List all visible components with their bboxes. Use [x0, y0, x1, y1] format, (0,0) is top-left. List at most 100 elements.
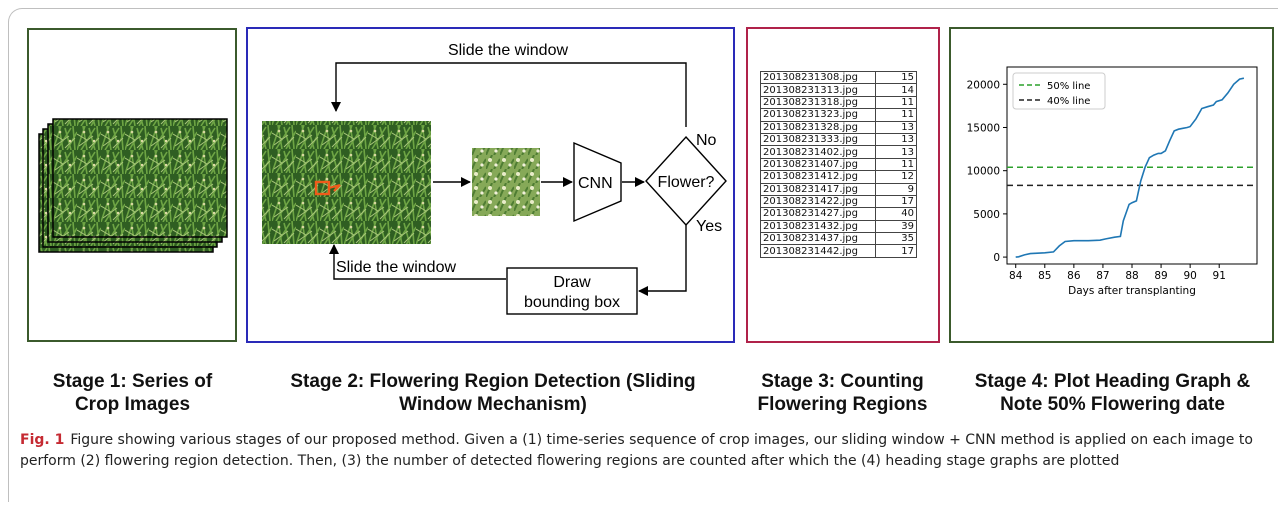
decision-label: Flower?: [658, 174, 715, 191]
file-name-cell: 201308231407.jpg: [760, 157, 876, 172]
count-cell: 17: [875, 244, 917, 258]
x-tick-label: 84: [1009, 270, 1023, 282]
chart-series: [1015, 77, 1245, 258]
legend-label: 50% line: [1047, 81, 1090, 92]
count-cell: 35: [875, 232, 917, 246]
figure-number: Fig. 1: [20, 432, 65, 448]
x-tick-label: 85: [1038, 270, 1051, 282]
series-line: [1015, 77, 1245, 258]
y-tick-label: 15000: [967, 122, 1000, 134]
stage2-panel: CNN Flower? Slide the window Slide the w…: [246, 27, 735, 343]
count-cell: 15: [875, 70, 917, 85]
file-name-cell: 201308231333.jpg: [760, 132, 876, 147]
crop-image: [262, 121, 431, 244]
count-cell: 14: [875, 83, 917, 97]
stage4-label-line1: Stage 4: Plot Heading Graph &: [974, 371, 1251, 392]
y-tick-label: 20000: [967, 79, 1000, 91]
file-name-cell: 201308231323.jpg: [760, 108, 876, 122]
y-tick-label: 0: [993, 252, 1000, 264]
file-name-cell: 201308231313.jpg: [760, 83, 876, 97]
no-label: No: [696, 132, 717, 149]
chart-reference-lines: [1007, 166, 1257, 187]
file-name-cell: 201308231308.jpg: [760, 70, 876, 85]
draw-label-line1: Draw: [553, 274, 591, 291]
count-cell: 11: [875, 157, 917, 172]
stage1-label-line2: Crop Images: [74, 394, 191, 415]
count-cell: 17: [875, 194, 917, 209]
count-cell: 39: [875, 219, 917, 234]
x-tick-label: 90: [1183, 270, 1196, 282]
stage3-label-line1: Stage 3: Counting: [761, 371, 924, 392]
count-cell: 9: [875, 182, 917, 196]
x-axis-label: Days after transplanting: [1068, 285, 1196, 297]
file-name-cell: 201308231328.jpg: [760, 120, 876, 134]
stage2-label: Stage 2: Flowering Region Detection (Sli…: [248, 370, 738, 416]
slide-arrow-top: [331, 62, 687, 127]
slide-arrow-bottom: [329, 244, 506, 280]
draw-bbox-box: [506, 267, 638, 315]
figure-frame: [8, 8, 1278, 502]
count-cell: 13: [875, 120, 917, 134]
count-cell: 11: [875, 108, 917, 122]
flower-patch-image: [472, 148, 540, 216]
file-name-cell: 201308231432.jpg: [760, 219, 876, 234]
file-name-cell: 201308231318.jpg: [760, 95, 876, 110]
file-name-cell: 201308231427.jpg: [760, 207, 876, 221]
cnn-block: [573, 141, 622, 223]
flow-diagram: CNN Flower? Slide the window Slide the w…: [262, 42, 727, 315]
file-name-cell: 201308231442.jpg: [760, 244, 876, 258]
count-cell: 11: [875, 95, 917, 110]
stage2-label-line2: Window Mechanism): [399, 394, 587, 415]
crop-image-front: [52, 118, 228, 238]
count-cell: 40: [875, 207, 917, 221]
y-tick-label: 5000: [973, 209, 1000, 221]
cnn-label: CNN: [578, 175, 613, 192]
file-name-cell: 201308231417.jpg: [760, 182, 876, 196]
y-tick-label: 10000: [967, 166, 1000, 178]
slide-top-label: Slide the window: [448, 42, 569, 59]
legend-label: 40% line: [1047, 96, 1090, 107]
bounding-box-marker: [328, 183, 341, 192]
caption-text: Figure showing various stages of our pro…: [20, 432, 1253, 469]
count-cell: 13: [875, 145, 917, 159]
stage4-label: Stage 4: Plot Heading Graph & Note 50% F…: [940, 370, 1284, 416]
stage1-label-line1: Stage 1: Series of: [52, 371, 213, 392]
file-name-cell: 201308231437.jpg: [760, 232, 876, 246]
x-tick-label: 87: [1096, 270, 1109, 282]
chart-legend: 50% line 40% line: [1012, 72, 1106, 110]
stage1-label: Stage 1: Series of Crop Images: [20, 370, 245, 416]
stage4-label-line2: Note 50% Flowering date: [1000, 394, 1225, 415]
stage2-label-line1: Stage 2: Flowering Region Detection (Sli…: [290, 371, 696, 392]
yes-arrow: [638, 215, 687, 296]
yes-label: Yes: [696, 218, 722, 235]
file-name-cell: 201308231412.jpg: [760, 170, 876, 184]
decision-diamond: [645, 135, 727, 227]
stage3-label-line2: Flowering Regions: [757, 394, 928, 415]
x-tick-label: 91: [1213, 270, 1226, 282]
count-cell: 13: [875, 132, 917, 147]
slide-bottom-label: Slide the window: [336, 259, 457, 276]
x-tick-label: 89: [1154, 270, 1167, 282]
count-cell: 12: [875, 170, 917, 184]
draw-label-line2: bounding box: [524, 294, 620, 311]
crop-image-stack: [38, 118, 228, 253]
